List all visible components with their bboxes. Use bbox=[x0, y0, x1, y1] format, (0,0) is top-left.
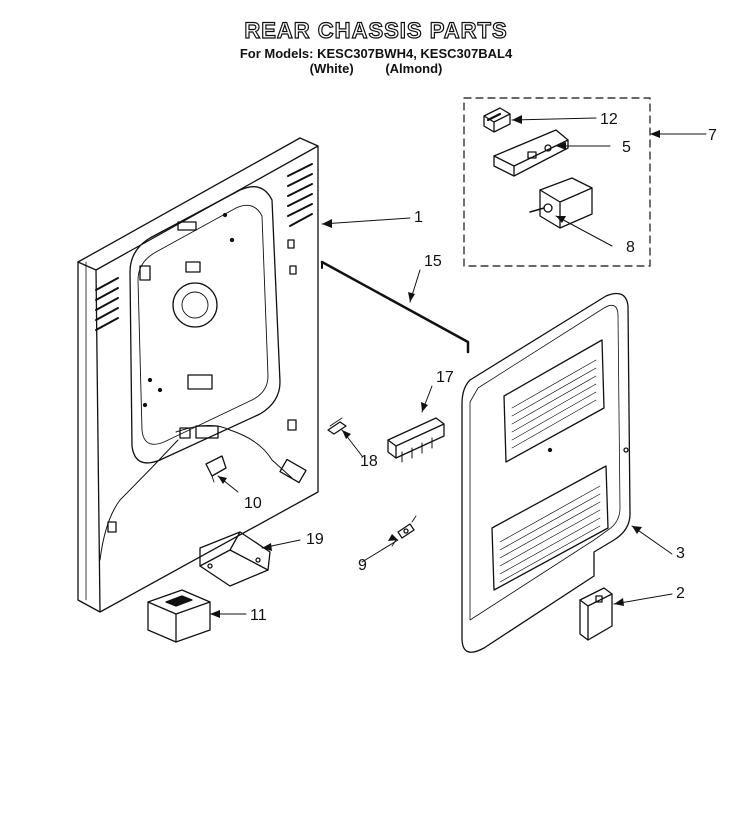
callout-3: 3 bbox=[676, 545, 685, 562]
callout-1: 1 bbox=[414, 209, 423, 226]
leader-lines bbox=[209, 117, 707, 615]
callout-7: 7 bbox=[708, 127, 717, 144]
assembly-inset-box bbox=[463, 97, 651, 267]
variant-white: (White) bbox=[309, 61, 354, 76]
callout-18: 18 bbox=[360, 453, 378, 470]
callout-9: 9 bbox=[358, 557, 367, 574]
leader-arrowheads bbox=[210, 115, 660, 618]
callout-8: 8 bbox=[626, 239, 635, 256]
clip-part-12 bbox=[483, 107, 511, 133]
callout-2: 2 bbox=[676, 585, 685, 602]
callout-11: 11 bbox=[250, 607, 267, 624]
access-cover-part-3 bbox=[461, 292, 631, 653]
callout-19: 19 bbox=[306, 531, 324, 548]
diagram-header: REAR CHASSIS PARTS For Models: KESC307BW… bbox=[0, 17, 752, 76]
bracket-part-10 bbox=[205, 455, 227, 483]
box-part-11 bbox=[147, 589, 211, 643]
callout-10: 10 bbox=[244, 495, 262, 512]
bracket-part-5 bbox=[493, 129, 569, 177]
diagram-title: REAR CHASSIS PARTS bbox=[244, 17, 508, 43]
terminal-block-part-17 bbox=[387, 417, 445, 463]
lock-part-8 bbox=[529, 177, 593, 229]
bracket-part-19 bbox=[199, 531, 271, 587]
rod-part-15 bbox=[320, 260, 470, 354]
color-variants: (White) (Almond) bbox=[0, 61, 752, 76]
clip-part-18 bbox=[327, 417, 347, 435]
rear-panel-part bbox=[77, 137, 319, 613]
small-cover-part-2 bbox=[579, 587, 613, 641]
callout-12: 12 bbox=[600, 111, 618, 128]
callout-15: 15 bbox=[424, 253, 442, 270]
callout-17: 17 bbox=[436, 369, 454, 386]
variant-almond: (Almond) bbox=[385, 61, 443, 76]
model-numbers: For Models: KESC307BWH4, KESC307BAL4 bbox=[239, 46, 513, 61]
callout-5: 5 bbox=[622, 139, 631, 156]
